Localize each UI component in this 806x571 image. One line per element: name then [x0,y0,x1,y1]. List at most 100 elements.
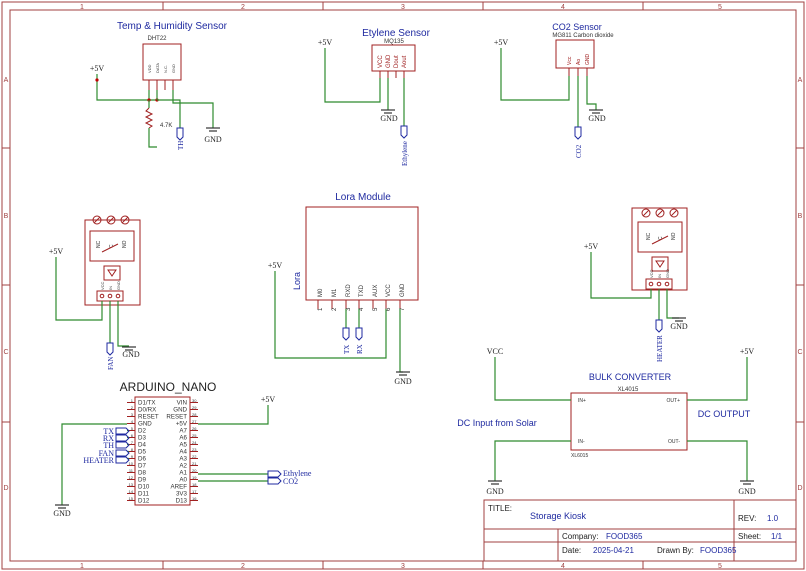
grid-col-3: 3 [401,4,405,11]
dht-part: DHT22 [147,36,167,42]
co2-pin-ao: Ao [576,59,582,65]
co2-supply-label: +5V [494,38,509,47]
date-label: Date: [562,546,581,555]
relay-fan-body [84,219,141,306]
arduino-supply-label: +5V [261,395,276,404]
arduino-left-pin-label: D2 [138,428,146,435]
arduino-left-pin-label: D9 [138,477,146,484]
arduino-net-ethylene: Ethylene [283,469,312,478]
arduino-right-pin-number: 25 [192,433,197,438]
grid-row-d-right: D [797,485,802,492]
arduino-left-pin-number: 14 [129,489,134,494]
converter-ground-left-symbol [488,480,502,485]
arduino-left-pin-label: D0/RX [138,407,156,414]
arduino-right-pin-number: 20 [192,468,197,473]
lora-side-label: Lora [292,272,302,290]
converter-part: XL4015 [618,387,639,393]
lora-pins: M0 M1 RXD TXD AUX VCC GND 1 2 3 4 5 6 7 [317,283,406,311]
ethylene-sensor[interactable]: Etylene Sensor MQ135 VCC GND Dout Aout +… [318,28,431,166]
arduino-left-pin-label: D8 [138,470,146,477]
converter-pin-out-minus: OUT- [668,439,680,445]
title-block: TITLE: Storage Kiosk REV: 1.0 Company: F… [483,499,797,562]
arduino-left-pin-label: D6 [138,456,146,463]
arduino-left-pin-number: 5 [131,426,134,431]
arduino-left-pin-number: 7 [131,440,134,445]
arduino-title: ARDUINO_NANO [120,380,217,394]
converter-pin-in-minus: IN- [578,439,585,445]
lora-supply-label: +5V [268,261,283,270]
dht-title: Temp & Humidity Sensor [117,21,228,32]
converter-supply-label: +5V [740,347,755,356]
converter-ground-right-symbol [740,480,754,485]
converter-body [570,392,688,451]
arduino-right-pin-number: 29 [192,405,197,410]
arduino-right-pin-label: A1 [179,470,187,477]
lora-pin-4-num: 4 [359,307,365,311]
grid-col-1: 1 [80,4,84,11]
relay-heater-nc: NC [646,232,652,240]
ethylene-ground-symbol [381,109,395,114]
arduino-right-pin-label: A5 [179,442,187,449]
relay-fan-pin-gnd: GND [116,281,121,290]
grid-row-b: B [4,213,9,220]
arduino-right-nets: Ethylene CO2 [198,469,312,486]
dht-pin-vdd: VDD [147,64,152,73]
dht-pin-gnd: GND [171,64,176,73]
arduino-left-pin-label: D5 [138,449,146,456]
arduino-left-pin-number: 4 [131,419,134,424]
lora-module[interactable]: Lora Module Lora M0 M1 RXD TXD AUX VCC G… [268,192,419,386]
converter-ground-right-label: GND [738,487,756,496]
grid-col-5: 5 [718,4,722,11]
relay-heater-c: C [658,236,664,240]
resistor-value: 4.7K [160,123,172,129]
co2-net-label: CO2 [575,144,583,158]
arduino-right-pin-label: A3 [179,456,187,463]
co2-ground-symbol [589,109,603,114]
co2-sensor[interactable]: CO2 Sensor MG811 Carbon dioxide Vcc Ao G… [494,22,614,158]
converter-input-label: DC Input from Solar [457,418,537,428]
relay-heater-ground-label: GND [670,322,688,331]
arduino-right-pin-number: 16 [192,496,197,501]
lora-body [305,206,419,301]
lora-rx-label: RX [356,344,364,354]
converter-title: BULK CONVERTER [589,372,672,382]
th-net-label: TH [177,141,185,150]
arduino-left-pin-number: 12 [129,475,134,480]
arduino-right-pin-label: +5V [176,421,188,428]
arduino-right-pin-label: A4 [179,449,187,456]
relay-heater-pin-gnd: GND [665,269,670,278]
arduino-left-pin-number: 1 [131,398,134,403]
dht22-sensor[interactable]: Temp & Humidity Sensor DHT22 VDD DATA N.… [90,21,228,150]
arduino-left-pin-number: 15 [129,496,134,501]
arduino-right-pin-label: VIN [177,400,187,407]
arduino-left-pin-number: 10 [129,461,134,466]
ethylene-pin-vcc: VCC [378,55,384,68]
arduino-net-fan: FAN [99,449,115,458]
arduino-right-pin-number: 30 [192,398,197,403]
lora-pin-6-num: 6 [386,307,392,311]
date-value: 2025-04-21 [593,546,634,555]
lora-pin-5-num: 5 [373,307,379,311]
company-label: Company: [562,532,598,541]
relay-fan[interactable]: NC C NO VCC IN GND +5V FAN GND [49,215,141,370]
lora-pin-txd: TXD [359,284,365,297]
arduino-left-pin-number: 6 [131,433,134,438]
relay-heater[interactable]: NC C NO VCC IN GND +5V HEATER GND [584,207,688,362]
dht-body [142,43,182,81]
arduino-left-pin-label: D7 [138,463,146,470]
converter-vcc-label: VCC [487,347,503,356]
converter-part-ref: XL6015 [571,453,588,459]
arduino-left-pin-number: 8 [131,447,134,452]
arduino-ground-label: GND [53,509,71,518]
grid-row-c-right: C [797,349,802,356]
buck-converter[interactable]: BULK CONVERTER XL4015 IN+ OUT+ IN- OUT- … [457,347,756,496]
co2-pin-gnd: GND [585,54,591,66]
drawn-label: Drawn By: [657,546,694,555]
arduino-net-co2: CO2 [283,477,298,486]
arduino-right-pin-label: AREF [170,484,187,491]
relay-fan-pin-in: IN [108,286,113,290]
grid-row-a: A [4,77,9,84]
